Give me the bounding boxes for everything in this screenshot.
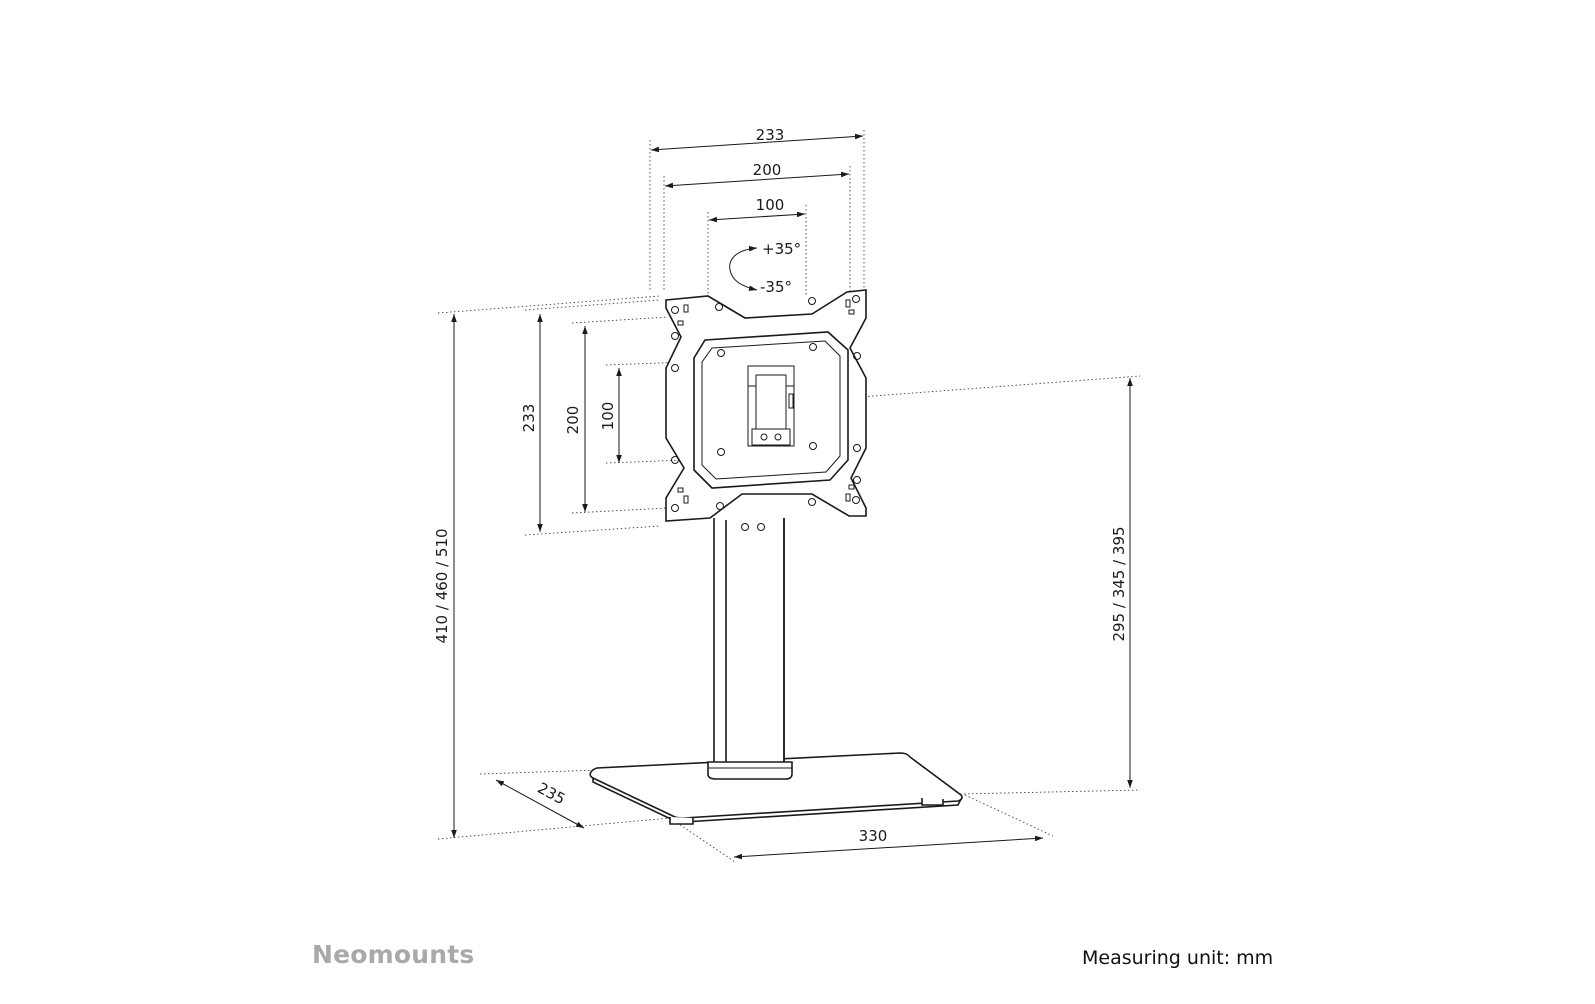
base-width-label: 330 <box>859 827 888 845</box>
overall-height-label: 410 / 460 / 510 <box>433 528 451 643</box>
plate-height-label: 233 <box>520 404 538 433</box>
plate-width-label: 233 <box>756 126 785 144</box>
vesa-mounting-plate <box>665 289 867 522</box>
measuring-unit-note: Measuring unit: mm <box>1082 947 1274 969</box>
stand-base <box>589 752 963 825</box>
vesa-100-width-label: 100 <box>756 196 785 214</box>
stand-column <box>707 518 793 780</box>
plate-center-height-label: 295 / 345 / 395 <box>1110 526 1128 641</box>
extension-lines <box>437 130 1141 863</box>
vesa-200-width-label: 200 <box>753 161 782 179</box>
rotation-plus-label: +35° <box>762 240 801 258</box>
rotation-minus-label: -35° <box>760 278 792 296</box>
rotation-indicator <box>729 245 758 291</box>
brand-logo: Neomounts <box>312 940 475 969</box>
dimension-lines <box>451 133 1133 860</box>
vesa-100-height-label: 100 <box>599 402 617 431</box>
vesa-200-height-label: 200 <box>564 406 582 435</box>
